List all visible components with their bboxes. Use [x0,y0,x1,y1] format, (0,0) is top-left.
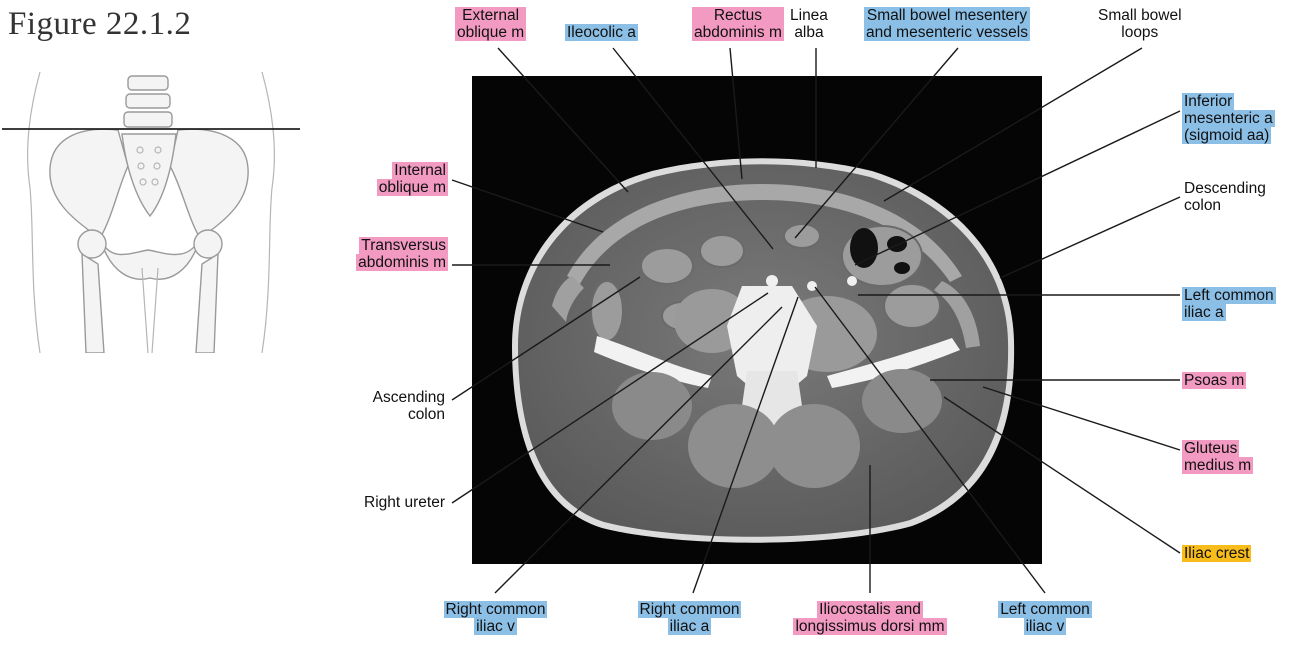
label-iliac-crest: Iliac crest [1182,545,1251,562]
label-left-common-iliac-a: Left common iliac a [1182,287,1276,321]
label-internal-oblique-line2: oblique m [377,179,448,196]
label-linea-alba-line1: Linea [790,7,828,24]
label-linea-alba-line2: alba [790,24,828,41]
label-sb-mesentery-line2: and mesenteric vessels [864,24,1030,41]
label-transversus-abdominis: Transversus abdominis m [330,237,448,271]
label-right-common-iliac-v: Right common iliac v [428,601,563,635]
label-iliocostalis-line1: Iliocostalis and [817,601,923,618]
label-transversus-line2: abdominis m [356,254,448,271]
label-rectus-line1: Rectus [692,7,784,24]
label-internal-oblique-line1: Internal [392,162,448,179]
label-sb-loops-line2: loops [1098,24,1182,41]
label-linea-alba: Linea alba [790,7,828,41]
label-right-ureter: Right ureter [320,494,445,511]
label-gluteus-line1: Gluteus [1182,440,1239,457]
label-inferior-mesenteric: Inferior mesenteric a (sigmoid aa) [1182,93,1275,144]
label-external-oblique-line2: oblique m [455,24,526,41]
label-left-iliac-a-line1: Left common [1182,287,1276,304]
label-left-iliac-v-line2: iliac v [1024,618,1067,635]
label-small-bowel-mesentery: Small bowel mesentery and mesenteric ves… [864,7,1030,41]
label-inferior-mesenteric-line3: (sigmoid aa) [1182,127,1271,144]
label-transversus-line1: Transversus [359,237,448,254]
label-rectus-line2: abdominis m [692,24,784,41]
label-descending-colon-line2: colon [1184,197,1266,214]
label-inferior-mesenteric-line1: Inferior [1182,93,1234,110]
label-right-iliac-a-line2: iliac a [668,618,712,635]
label-right-iliac-v-line2: iliac v [474,618,517,635]
label-sb-loops-line1: Small bowel [1098,7,1182,24]
label-gluteus-line2: medius m [1182,457,1253,474]
label-right-iliac-v-line1: Right common [444,601,548,618]
label-rectus-abdominis: Rectus abdominis m [692,7,784,41]
label-left-iliac-v-line1: Left common [998,601,1092,618]
label-psoas-line1: Psoas m [1182,372,1246,389]
label-gluteus-medius: Gluteus medius m [1182,440,1253,474]
label-left-common-iliac-v: Left common iliac v [985,601,1105,635]
label-ascending-colon: Ascending colon [340,389,445,423]
label-ascending-colon-line2: colon [340,406,445,423]
label-right-iliac-a-line1: Right common [638,601,742,618]
label-ileocolic-line1: Ileocolic a [565,24,638,41]
label-psoas: Psoas m [1182,372,1246,389]
label-external-oblique: External oblique m [455,7,526,41]
label-descending-colon-line1: Descending [1184,180,1266,197]
label-ascending-colon-line1: Ascending [340,389,445,406]
label-external-oblique-line1: External [455,7,526,24]
label-descending-colon: Descending colon [1184,180,1266,214]
label-right-ureter-line1: Right ureter [320,494,445,511]
label-internal-oblique: Internal oblique m [366,162,448,196]
label-inferior-mesenteric-line2: mesenteric a [1182,110,1275,127]
label-iliac-crest-line1: Iliac crest [1182,545,1251,562]
label-right-common-iliac-a: Right common iliac a [622,601,757,635]
label-ileocolic: Ileocolic a [565,24,638,41]
label-small-bowel-loops: Small bowel loops [1098,7,1182,41]
label-sb-mesentery-line1: Small bowel mesentery [864,7,1030,24]
label-iliocostalis-line2: longissimus dorsi mm [793,618,946,635]
label-left-iliac-a-line2: iliac a [1182,304,1226,321]
label-iliocostalis-longissimus: Iliocostalis and longissimus dorsi mm [785,601,955,635]
